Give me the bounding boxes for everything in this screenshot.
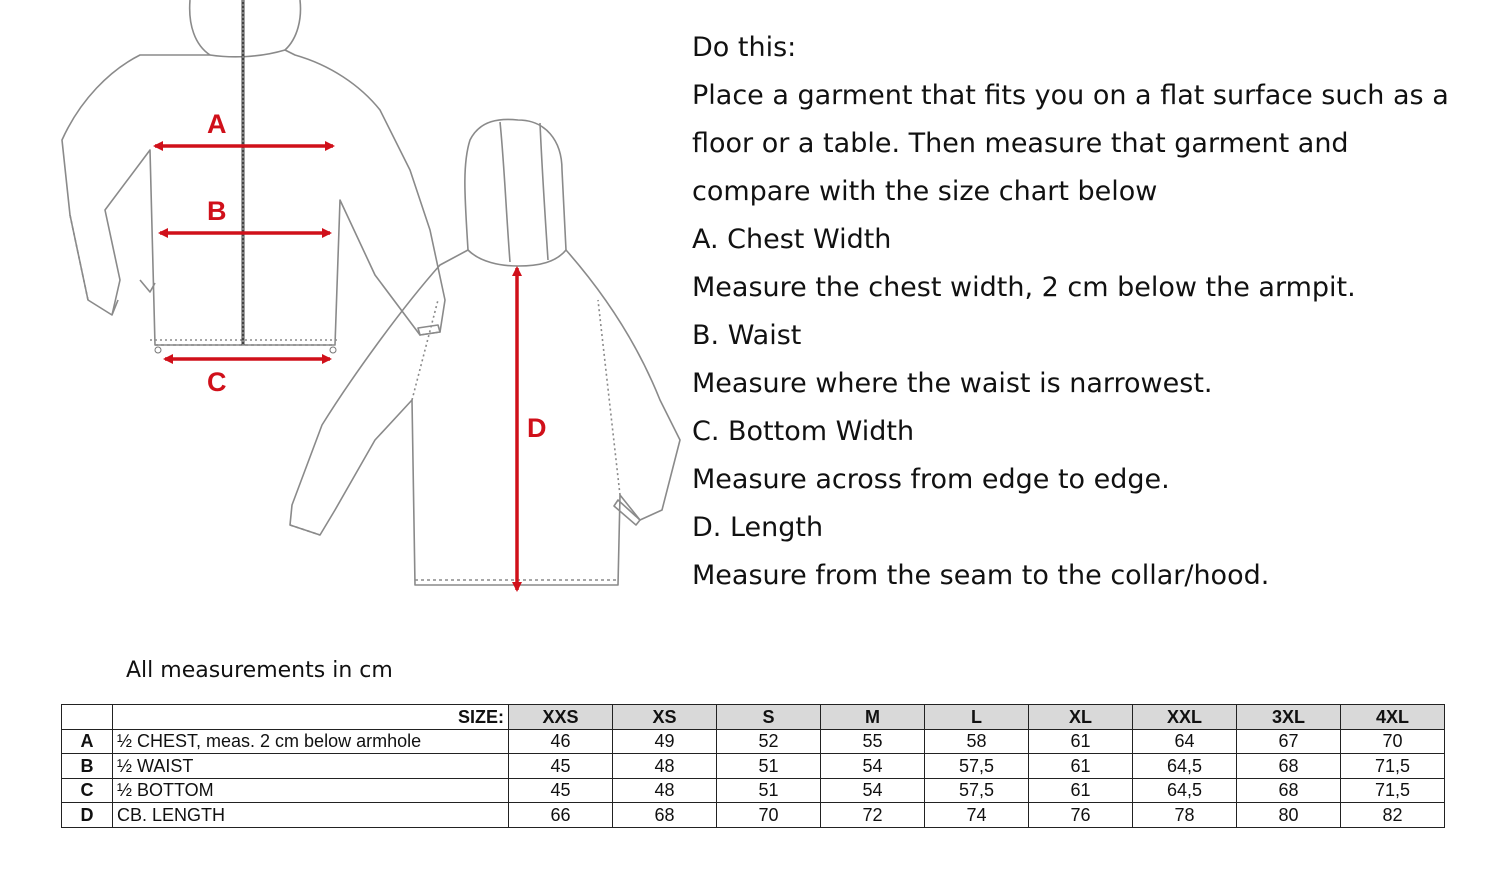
measurement-cell: 66 xyxy=(508,802,613,828)
label-a: A xyxy=(207,109,227,139)
chest-width-text: Measure the chest width, 2 cm below the … xyxy=(692,272,1356,303)
label-c: C xyxy=(207,367,227,397)
size-header: 3XL xyxy=(1236,704,1341,730)
size-label: SIZE: xyxy=(112,704,509,730)
size-header-row: SIZE: XXS XS S M L XL XXL 3XL 4XL xyxy=(61,704,1445,730)
row-description: ½ CHEST, meas. 2 cm below armhole xyxy=(112,728,509,754)
intro-line: floor or a table. Then measure that garm… xyxy=(692,128,1349,159)
measurement-cell: 54 xyxy=(820,777,925,803)
row-description: ½ WAIST xyxy=(112,753,509,779)
size-header: XS xyxy=(612,704,717,730)
measurement-cell: 48 xyxy=(612,753,717,779)
measurement-cell: 46 xyxy=(508,728,613,754)
units-note: All measurements in cm xyxy=(126,658,393,683)
measurement-cell: 61 xyxy=(1028,728,1133,754)
measurement-cell: 61 xyxy=(1028,753,1133,779)
row-description: CB. LENGTH xyxy=(112,802,509,828)
measurement-cell: 52 xyxy=(716,728,821,754)
measurement-cell: 68 xyxy=(1236,777,1341,803)
label-b: B xyxy=(207,196,227,226)
waist-text: Measure where the waist is narrowest. xyxy=(692,368,1213,399)
intro-line: compare with the size chart below xyxy=(692,176,1158,207)
length-text: Measure from the seam to the collar/hood… xyxy=(692,560,1270,591)
measurement-cell: 71,5 xyxy=(1340,753,1445,779)
instructions-intro: Place a garment that fits you on a flat … xyxy=(692,72,1492,216)
measurement-cell: 54 xyxy=(820,753,925,779)
row-letter: D xyxy=(61,802,113,828)
waist-title: B. Waist xyxy=(692,320,802,351)
size-header: S xyxy=(716,704,821,730)
measurement-cell: 55 xyxy=(820,728,925,754)
corner-cell xyxy=(61,704,113,730)
measuring-instructions: Do this: Place a garment that fits you o… xyxy=(692,24,1492,600)
measurement-cell: 64 xyxy=(1132,728,1237,754)
size-header: XXL xyxy=(1132,704,1237,730)
size-header: XL xyxy=(1028,704,1133,730)
bottom-width-title: C. Bottom Width xyxy=(692,416,915,447)
measurement-cell: 78 xyxy=(1132,802,1237,828)
measurement-cell: 58 xyxy=(924,728,1029,754)
measurement-cell: 74 xyxy=(924,802,1029,828)
measurement-cell: 76 xyxy=(1028,802,1133,828)
measurement-cell: 72 xyxy=(820,802,925,828)
instructions-heading: Do this: xyxy=(692,32,797,63)
bottom-width-text: Measure across from edge to edge. xyxy=(692,464,1170,495)
measurement-cell: 68 xyxy=(612,802,717,828)
measurement-cell: 48 xyxy=(612,777,717,803)
measurement-cell: 71,5 xyxy=(1340,777,1445,803)
measurement-cell: 51 xyxy=(716,753,821,779)
intro-line: Place a garment that fits you on a flat … xyxy=(692,80,1449,111)
size-header: XXS xyxy=(508,704,613,730)
measurement-cell: 61 xyxy=(1028,777,1133,803)
length-title: D. Length xyxy=(692,512,824,543)
label-d: D xyxy=(527,413,547,443)
measurement-arrows xyxy=(153,141,522,592)
measurement-cell: 70 xyxy=(716,802,821,828)
size-header: L xyxy=(924,704,1029,730)
back-jacket-outline xyxy=(289,118,681,586)
front-jacket-outline xyxy=(61,0,446,346)
row-letter: A xyxy=(61,728,113,754)
measurement-cell: 67 xyxy=(1236,728,1341,754)
measurement-cell: 68 xyxy=(1236,753,1341,779)
measurement-cell: 49 xyxy=(612,728,717,754)
row-letter: C xyxy=(61,777,113,803)
row-description: ½ BOTTOM xyxy=(112,777,509,803)
measurement-cell: 70 xyxy=(1340,728,1445,754)
chest-width-title: A. Chest Width xyxy=(692,224,892,255)
measurement-cell: 82 xyxy=(1340,802,1445,828)
measurement-cell: 80 xyxy=(1236,802,1341,828)
measurement-cell: 51 xyxy=(716,777,821,803)
measurement-cell: 45 xyxy=(508,753,613,779)
measurement-cell: 57,5 xyxy=(924,777,1029,803)
row-letter: B xyxy=(61,753,113,779)
measurement-cell: 45 xyxy=(508,777,613,803)
jacket-measurement-diagram: A B C D xyxy=(61,0,681,592)
size-header: M xyxy=(820,704,925,730)
measurement-cell: 57,5 xyxy=(924,753,1029,779)
measurement-cell: 64,5 xyxy=(1132,753,1237,779)
measurement-cell: 64,5 xyxy=(1132,777,1237,803)
size-header: 4XL xyxy=(1340,704,1445,730)
